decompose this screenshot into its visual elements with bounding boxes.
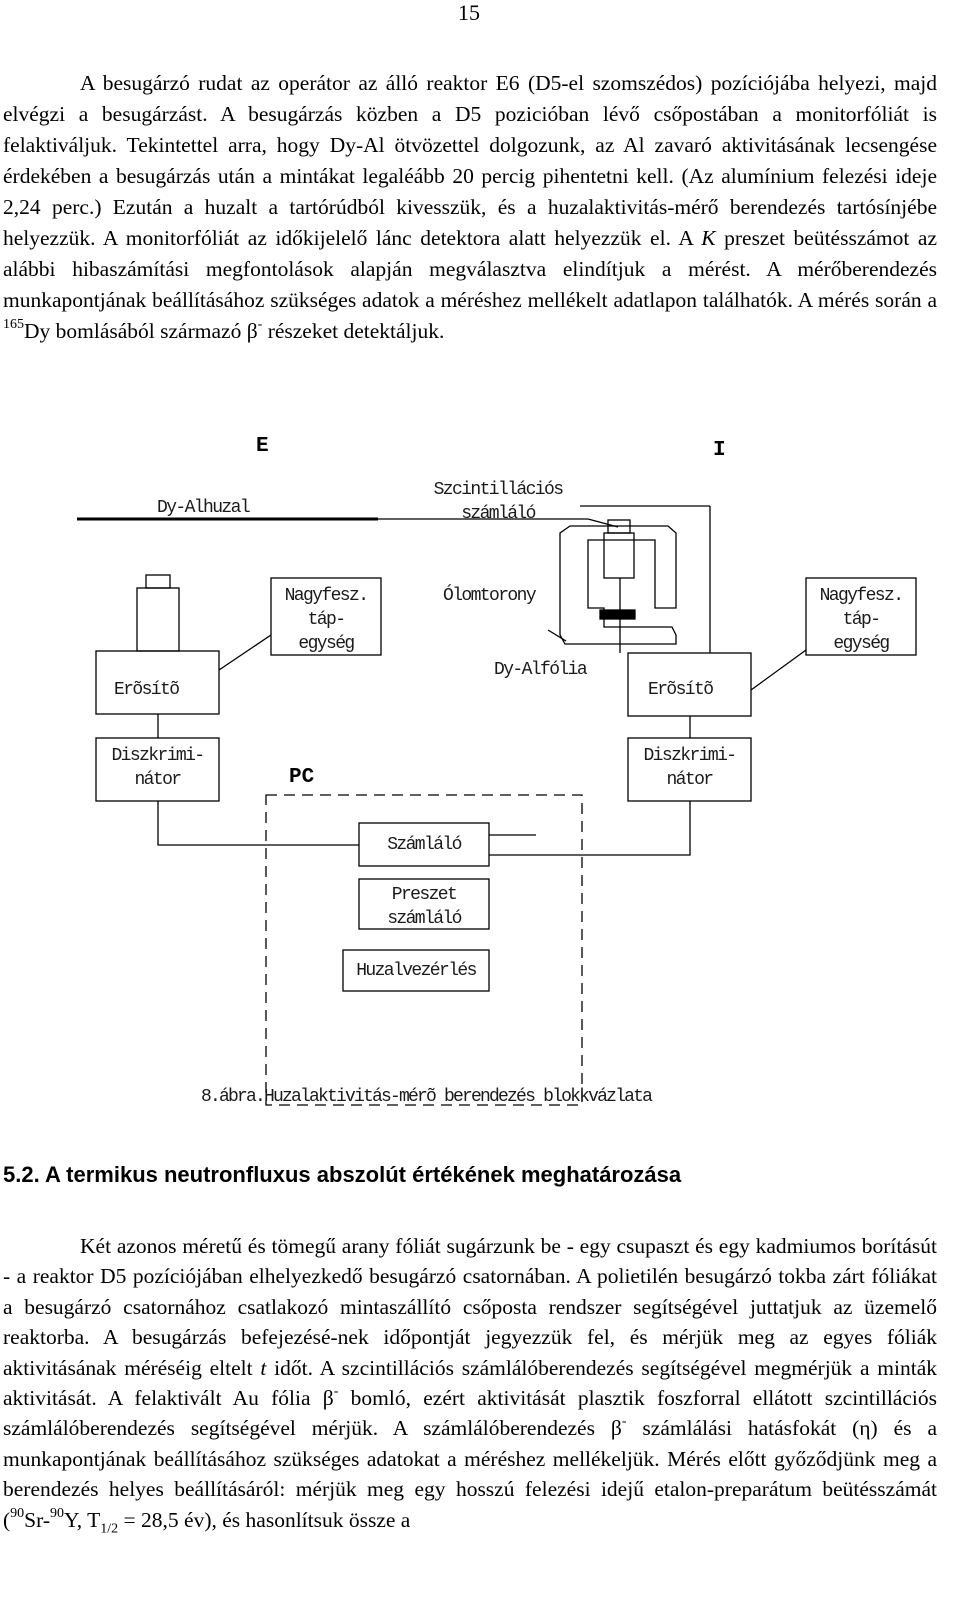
italic-k: K xyxy=(701,226,716,250)
left-disc-to-counter-line xyxy=(157,801,359,846)
label-line: Diszkrimi- xyxy=(643,746,737,766)
superscript-minus: - xyxy=(621,1414,627,1430)
superscript-minus: - xyxy=(333,1383,339,1399)
preset-counter-label: Preszet számláló xyxy=(359,883,489,931)
lead-tower-shape xyxy=(559,525,677,645)
label-line: Diszkrimi- xyxy=(111,746,205,766)
section-paragraph: Két azonos méretű és tömegű arany fóliát… xyxy=(3,1231,937,1535)
paragraph-text: számlálási hatásfokát (η) és a munkapont… xyxy=(3,1416,937,1532)
wire-control-label: Huzalvezérlés xyxy=(356,961,477,981)
paragraph-text: Dy bomlásából származó β xyxy=(24,319,258,343)
pc-label: PC xyxy=(289,766,315,789)
italic-t: t xyxy=(260,1355,267,1380)
dy-al-foil-marker xyxy=(599,609,636,620)
hv-supply-left-label: Nagyfesz. táp-egység xyxy=(271,584,381,656)
paragraph-text: = 28,5 év), és hasonlítsuk össze a xyxy=(118,1507,411,1532)
paragraph-text: részeket detektáljuk. xyxy=(262,319,445,343)
foil-lead-line xyxy=(547,629,567,642)
label-line: Preszet xyxy=(391,885,458,905)
pc-dashed-box xyxy=(265,794,583,1106)
page-number: 15 xyxy=(458,0,480,25)
label-line: táp- xyxy=(307,610,346,630)
superscript-90: 90 xyxy=(10,1505,25,1521)
label-line: nátor xyxy=(666,770,714,790)
hv-supply-right-label: Nagyfesz. táp-egység xyxy=(806,584,916,656)
label-line: táp- xyxy=(842,610,881,630)
paragraph-text: A besugárzó rudat az operátor az álló re… xyxy=(3,71,937,250)
superscript-minus: - xyxy=(257,316,263,332)
amplifier-left-label: Erõsítõ xyxy=(114,680,180,700)
block-diagram: E I Dy-Alhuzal Szcintillációs számláló Na… xyxy=(0,430,960,1130)
block-diagram-lines xyxy=(77,505,917,1106)
paragraph-text: Két azonos méretű és tömegű arany fóliát… xyxy=(3,1234,937,1380)
label-line: Nagyfesz. xyxy=(819,586,904,606)
superscript-90: 90 xyxy=(50,1505,65,1521)
section-heading: 5.2. A termikus neutronfluxus abszolút é… xyxy=(3,1162,682,1187)
left-detector-body xyxy=(136,587,180,652)
left-hv-supply-box xyxy=(270,577,382,656)
paragraph-text: időt. A szcintillációs számlálóberendezé… xyxy=(3,1355,938,1411)
hv-left-line xyxy=(218,634,272,671)
discriminator-left-label: Diszkrimi-nátor xyxy=(96,744,219,792)
paragraph-text: preszet beütésszámot az alábbi hibaszámí… xyxy=(3,226,938,312)
label-e: E xyxy=(256,435,269,458)
paragraph-text: Sr- xyxy=(24,1507,51,1532)
label-line: számláló xyxy=(461,504,536,524)
discriminator-right-label: Diszkrimi-nátor xyxy=(628,744,751,792)
amplifier-right-label: Erõsítõ xyxy=(648,680,714,700)
figure-caption: 8.ábra.Huzalaktivitás-mérõ berendezés bl… xyxy=(201,1087,653,1107)
preset-counter-box xyxy=(358,878,490,930)
superscript-165: 165 xyxy=(3,316,24,332)
label-line: Szcintillációs xyxy=(433,480,564,500)
lead-tower-label: Ólomtorony xyxy=(443,586,537,606)
label-line: Nagyfesz. xyxy=(284,586,369,606)
paragraph-text: bomló, ezért aktivitását plasztik foszfo… xyxy=(3,1386,937,1441)
label-i: I xyxy=(713,439,726,462)
label-line: számláló xyxy=(387,909,462,929)
paragraph-text: Y, T xyxy=(64,1507,101,1532)
scintillation-counter-label: Szcintillációs számláló xyxy=(418,478,578,526)
counter-label: Számláló xyxy=(387,835,462,855)
label-line: nátor xyxy=(134,770,182,790)
dy-al-wire-label: Dy-Alhuzal xyxy=(157,498,251,518)
label-line: egység xyxy=(833,634,890,654)
right-disc-to-counter-line xyxy=(489,801,691,856)
subscript-half: 1/2 xyxy=(100,1520,119,1536)
intro-paragraph: A besugárzó rudat az operátor az álló re… xyxy=(3,68,937,347)
left-detector-cap xyxy=(145,574,171,589)
scint-detector-body xyxy=(603,532,635,579)
right-hv-supply-box xyxy=(805,577,917,656)
dy-al-foil-label: Dy-Alfólia xyxy=(494,660,588,680)
label-line: egység xyxy=(298,634,355,654)
wire-control-box xyxy=(342,949,490,992)
hv-right-line xyxy=(750,649,807,691)
